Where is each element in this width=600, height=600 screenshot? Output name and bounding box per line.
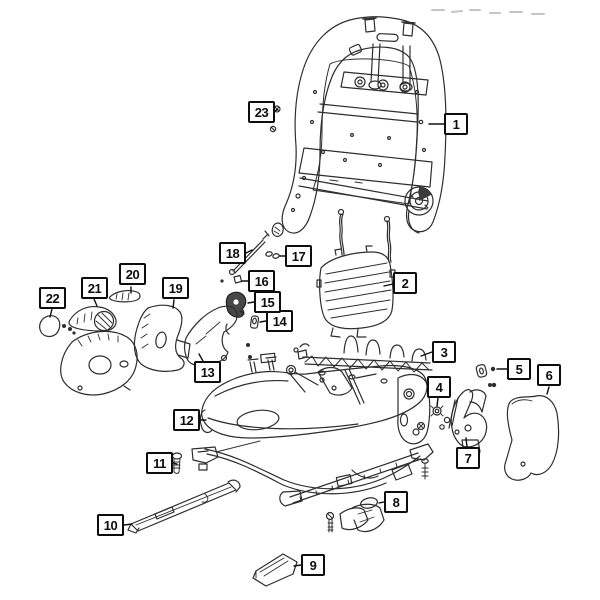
callout-12[interactable]: 12 — [173, 409, 200, 431]
stray-marks — [431, 9, 545, 15]
callout-11[interactable]: 11 — [146, 452, 173, 474]
callout-17[interactable]: 17 — [285, 245, 312, 267]
part-side-shield-outer — [60, 330, 138, 396]
callout-16[interactable]: 16 — [248, 270, 275, 292]
callout-3[interactable]: 3 — [432, 341, 456, 363]
callout-6[interactable]: 6 — [537, 364, 561, 386]
part-small-bracket-16 — [220, 274, 243, 284]
callout-13[interactable]: 13 — [194, 361, 221, 383]
part-gasket-22 — [39, 315, 76, 338]
part-release-cable — [228, 230, 270, 276]
callout-4[interactable]: 4 — [427, 376, 451, 398]
leader-lines — [49, 109, 550, 567]
callout-5[interactable]: 5 — [507, 358, 531, 380]
callout-7[interactable]: 7 — [456, 447, 480, 469]
callout-22[interactable]: 22 — [39, 287, 66, 309]
part-handle-20 — [109, 290, 141, 303]
part-lumbar-panel — [316, 208, 396, 338]
callout-23[interactable]: 23 — [248, 101, 275, 123]
part-nut-4 — [430, 405, 444, 417]
part-channel-9 — [252, 553, 298, 587]
part-lever-21 — [68, 305, 117, 332]
callout-10[interactable]: 10 — [97, 514, 124, 536]
callout-15[interactable]: 15 — [254, 291, 281, 313]
callout-19[interactable]: 19 — [162, 277, 189, 299]
part-trim-rail-10 — [127, 479, 241, 534]
part-covers-8 — [325, 497, 385, 533]
callout-21[interactable]: 21 — [81, 277, 108, 299]
part-cushion-frame — [191, 352, 434, 507]
part-grommet-and-clip — [265, 222, 284, 259]
callout-20[interactable]: 20 — [119, 263, 146, 285]
callout-2[interactable]: 2 — [393, 272, 417, 294]
part-pin-14 — [249, 315, 260, 329]
part-seat-suspension — [293, 335, 433, 384]
callout-9[interactable]: 9 — [301, 554, 325, 576]
callout-18[interactable]: 18 — [219, 242, 246, 264]
callout-14[interactable]: 14 — [266, 310, 293, 332]
part-latch-15 — [225, 291, 247, 335]
callout-1[interactable]: 1 — [444, 113, 468, 135]
callout-8[interactable]: 8 — [384, 491, 408, 513]
part-side-shield-inner — [133, 304, 191, 372]
part-seat-back-frame — [281, 16, 447, 234]
part-clips-5 — [475, 364, 497, 388]
part-bracket-13 — [183, 305, 252, 366]
part-recliner-shield-6 — [504, 395, 560, 481]
